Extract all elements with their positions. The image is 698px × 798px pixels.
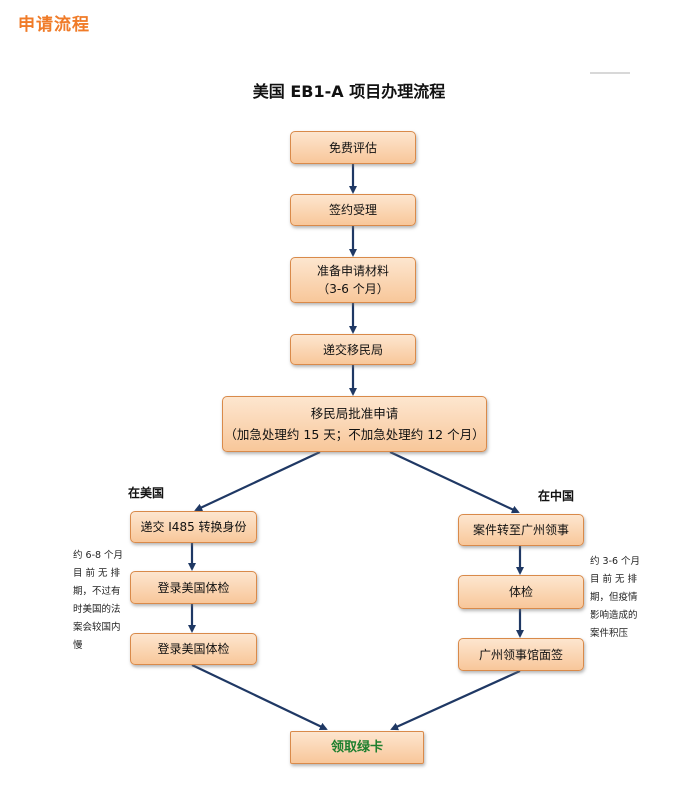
step-us-submit-i485: 递交 I485 转换身份 [130,511,257,543]
step-submit-uscis-label: 递交移民局 [322,342,383,357]
step-cn-transfer-label: 案件转至广州领事 [472,523,569,537]
step-green-card: 领取绿卡 [290,731,424,764]
step-submit-uscis: 递交移民局 [290,334,416,365]
cn-branch-note: 约 3-6 个月 目 前 无 排 期，但疫情 影响造成的 案件积压 [590,553,640,643]
us-note-line: 期，不过有 [73,586,121,597]
step-prepare-materials: 准备申请材料 （3-6 个月） [290,257,416,303]
faint-mark [590,72,630,74]
step-us-medical-2: 登录美国体检 [130,633,257,665]
step-cn-medical-label: 体检 [508,585,533,599]
us-note-line: 慢 [73,640,83,651]
step-sign-contract: 签约受理 [290,194,416,226]
cn-note-line: 目 前 无 排 [590,574,638,585]
step-uscis-approval-label: 移民局批准申请 [310,406,399,421]
step-us-medical-1-label: 登录美国体检 [157,580,230,595]
arrow-approval-to-us [194,451,321,512]
step-cn-medical: 体检 [458,575,584,609]
step-uscis-approval: 移民局批准申请 （加急处理约 15 天；不加急处理约 12 个月） [222,396,487,452]
cn-note-line: 期，但疫情 [590,592,638,603]
step-free-evaluation-label: 免费评估 [328,140,377,155]
step-free-evaluation: 免费评估 [290,131,416,164]
step-green-card-label: 领取绿卡 [330,739,383,755]
cn-note-line: 案件积压 [590,628,629,639]
arrow-cn-to-greencard [390,669,521,731]
us-branch-note: 约 6-8 个月 目 前 无 排 期，不过有 时美国的法 案会较国内 慢 [73,547,123,655]
us-note-line: 目 前 无 排 [73,568,121,579]
arrow-approval-to-cn [389,451,520,514]
step-sign-contract-label: 签约受理 [328,203,377,217]
us-note-line: 时美国的法 [73,604,121,615]
step-cn-interview-label: 广州领事馆面签 [478,647,563,662]
branch-label-in-china: 在中国 [538,489,575,503]
step-us-medical-2-label: 登录美国体检 [157,642,230,656]
step-uscis-approval-note: （加急处理约 15 天；不加急处理约 12 个月） [224,427,485,442]
cn-note-line: 影响造成的 [590,610,638,621]
step-prepare-materials-duration: （3-6 个月） [317,282,389,296]
cn-note-line: 约 3-6 个月 [590,556,641,567]
step-prepare-materials-label: 准备申请材料 [316,264,389,278]
section-title: 申请流程 [18,15,90,35]
us-note-line: 案会较国内 [73,622,121,633]
diagram-title: 美国 EB1-A 项目办理流程 [252,82,446,101]
step-cn-interview: 广州领事馆面签 [458,638,584,671]
branch-label-in-us: 在美国 [128,486,165,500]
us-note-line: 约 6-8 个月 [73,550,124,561]
step-us-medical-1: 登录美国体检 [130,571,257,604]
step-us-submit-i485-label: 递交 I485 转换身份 [140,520,247,534]
step-cn-transfer: 案件转至广州领事 [458,514,584,546]
arrow-us-to-greencard [191,664,328,731]
